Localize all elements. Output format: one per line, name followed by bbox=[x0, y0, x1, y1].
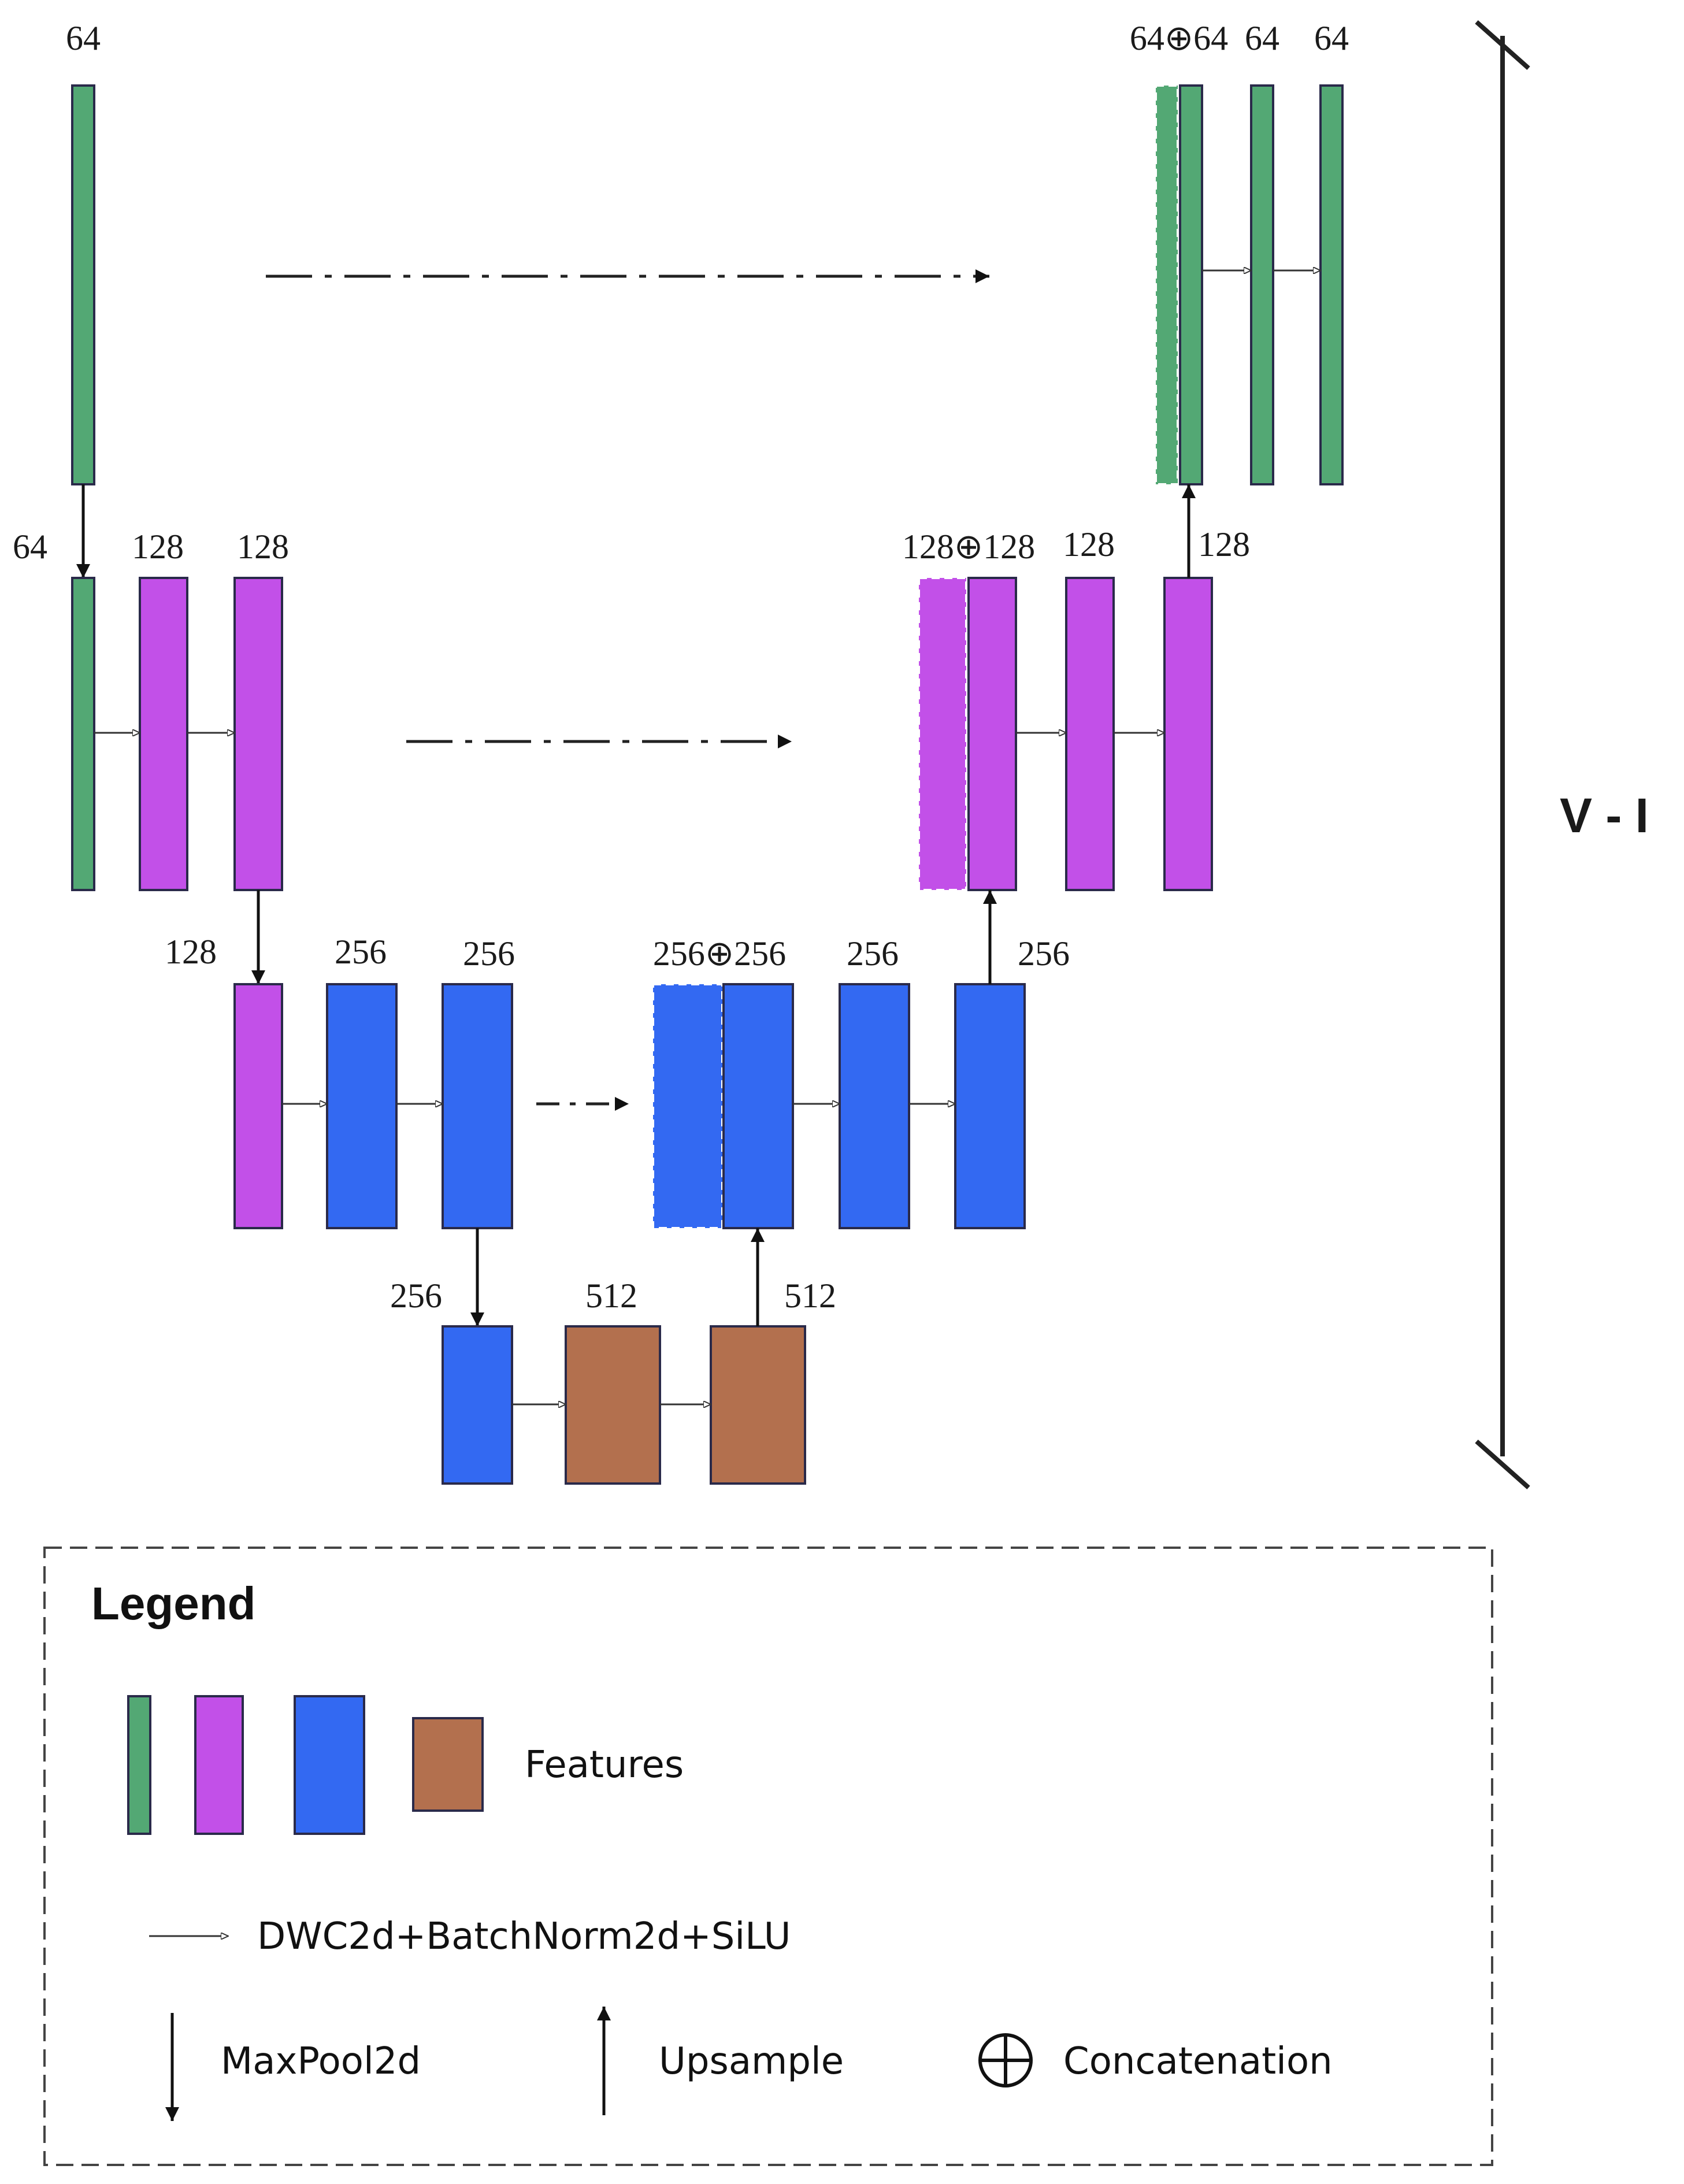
channel-label: 256 bbox=[390, 1277, 442, 1315]
feature-map-purple-up bbox=[967, 577, 1017, 891]
channel-label: 256 bbox=[1018, 935, 1070, 973]
legend-box bbox=[43, 1547, 1493, 2166]
feature-map-purple-dec2a bbox=[1065, 577, 1115, 891]
feature-map-purple-dec2b bbox=[1163, 577, 1213, 891]
feature-map-green-enc2 bbox=[71, 577, 95, 891]
channel-label: 64⊕64 bbox=[1130, 19, 1228, 57]
feature-map-purple-skip bbox=[918, 577, 967, 891]
feature-map-brown-b bbox=[710, 1325, 806, 1485]
channel-label: 128 bbox=[132, 528, 184, 566]
feature-map-blue-bottleneck bbox=[442, 1325, 513, 1485]
feature-map-blue-dec3b bbox=[954, 983, 1026, 1229]
feature-map-green-skip bbox=[1155, 84, 1179, 485]
legend-upsample-label: Upsample bbox=[659, 2040, 844, 2083]
channel-label: 512 bbox=[585, 1277, 637, 1315]
feature-map-blue-up bbox=[722, 983, 794, 1229]
side-bracket-cap-top bbox=[1475, 20, 1530, 70]
feature-map-purple-enc3 bbox=[233, 983, 283, 1229]
channel-label: 128⊕128 bbox=[902, 528, 1035, 566]
legend-conv-label: DWC2d+BatchNorm2d+SiLU bbox=[257, 1915, 791, 1958]
feature-map-green-dec2 bbox=[1319, 84, 1344, 485]
channel-label: 64 bbox=[1314, 19, 1349, 57]
side-bracket-cap-bottom bbox=[1475, 1440, 1530, 1489]
feature-map-blue-enc3a bbox=[326, 983, 398, 1229]
channel-label: 128 bbox=[165, 933, 217, 971]
channel-label: 128 bbox=[1063, 525, 1115, 563]
channel-label: 256⊕256 bbox=[653, 935, 786, 973]
feature-map-green-enc1 bbox=[71, 84, 95, 485]
side-label: V - I bbox=[1560, 788, 1649, 843]
legend-features-label: Features bbox=[525, 1744, 684, 1786]
channel-label: 64 bbox=[13, 528, 47, 566]
feature-map-purple-enc2a bbox=[139, 577, 188, 891]
feature-map-blue-skip bbox=[652, 983, 724, 1229]
legend-concat-label: Concatenation bbox=[1063, 2040, 1333, 2083]
channel-label: 256 bbox=[335, 933, 387, 971]
feature-map-blue-enc3b bbox=[442, 983, 513, 1229]
channel-label: 128 bbox=[237, 528, 289, 566]
channel-label: 128 bbox=[1198, 525, 1250, 563]
channel-label: 64 bbox=[1245, 19, 1279, 57]
concatenation-icon bbox=[978, 2033, 1033, 2087]
legend-swatch-purple bbox=[194, 1695, 244, 1835]
feature-map-brown-a bbox=[565, 1325, 661, 1485]
channel-label: 512 bbox=[784, 1277, 836, 1315]
legend-swatch-brown bbox=[412, 1717, 484, 1812]
channel-label: 64 bbox=[66, 19, 101, 57]
feature-map-blue-dec3a bbox=[839, 983, 910, 1229]
legend-maxpool-label: MaxPool2d bbox=[221, 2040, 421, 2083]
feature-map-green-dec1 bbox=[1250, 84, 1274, 485]
channel-label: 256 bbox=[847, 935, 899, 973]
feature-map-purple-enc2b bbox=[233, 577, 283, 891]
legend-title: Legend bbox=[91, 1578, 255, 1629]
channel-label: 256 bbox=[463, 935, 515, 973]
feature-map-green-up bbox=[1179, 84, 1203, 485]
legend-swatch-blue bbox=[294, 1695, 365, 1835]
legend-swatch-green bbox=[127, 1695, 151, 1835]
